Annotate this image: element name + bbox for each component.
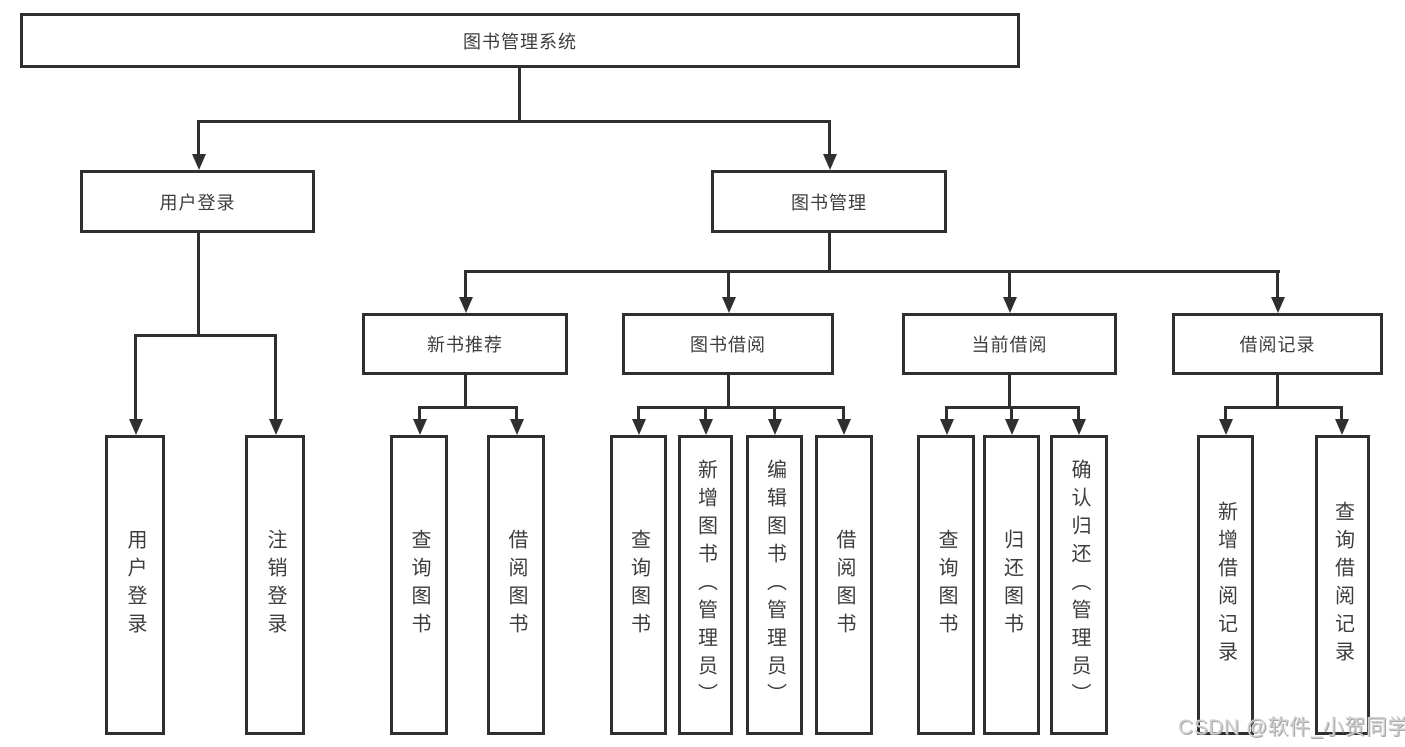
node-book-management-label: 图书管理	[791, 192, 867, 213]
arrowhead-leaf-query-books-2	[632, 419, 646, 435]
leaf-query-borrow-record-label: 查询借阅记录	[1331, 501, 1354, 669]
connector-to-leaf-add-books	[704, 406, 707, 421]
node-current-borrowing: 当前借阅	[902, 313, 1117, 375]
leaf-borrow-books-2: 借阅图书	[815, 435, 873, 735]
connector-to-leaf-user-login	[134, 334, 137, 421]
arrowhead-leaf-edit-books	[768, 419, 782, 435]
connector-to-leaf-confirm-return	[1077, 406, 1080, 421]
connector-to-leaf-query-record	[1340, 406, 1343, 421]
leaf-add-books-admin: 新增图书（管理员）	[678, 435, 733, 735]
leaf-logout: 注销登录	[245, 435, 305, 735]
arrowhead-leaf-logout	[269, 419, 283, 435]
arrowhead-book-management	[823, 154, 837, 170]
arrowhead-leaf-query-record	[1335, 419, 1349, 435]
connector-to-borrowing-records	[1276, 270, 1279, 299]
leaf-borrow-books-2-label: 借阅图书	[833, 529, 855, 641]
arrowhead-user-login	[192, 154, 206, 170]
leaf-query-books-1-label: 查询图书	[408, 529, 430, 641]
arrowhead-leaf-confirm-return	[1072, 419, 1086, 435]
leaf-logout-label: 注销登录	[264, 529, 286, 641]
leaf-query-books-1: 查询图书	[390, 435, 448, 735]
csdn-watermark: CSDN @软件_小贺同学	[1178, 716, 1405, 739]
arrowhead-leaf-add-record	[1219, 419, 1233, 435]
connector-to-current-borrowing	[1008, 270, 1011, 299]
node-user-login-label: 用户登录	[159, 192, 236, 213]
node-book-borrowing-label: 图书借阅	[690, 335, 766, 355]
leaf-query-borrow-record: 查询借阅记录	[1315, 435, 1370, 735]
leaf-return-books: 归还图书	[983, 435, 1040, 735]
leaf-confirm-return-admin: 确认归还（管理员）	[1050, 435, 1108, 735]
connector-to-leaf-add-record	[1224, 406, 1227, 421]
connector-borrowing-records-stem	[1276, 375, 1279, 409]
node-new-book-recommend: 新书推荐	[362, 313, 568, 375]
leaf-edit-books-admin: 编辑图书（管理员）	[746, 435, 803, 735]
connector-to-leaf-borrow-books-1	[515, 406, 518, 421]
leaf-add-borrow-record: 新增借阅记录	[1197, 435, 1254, 735]
connector-to-user-login	[197, 120, 200, 156]
connector-user-login-stem	[197, 233, 200, 336]
node-new-book-recommend-label: 新书推荐	[427, 335, 503, 355]
leaf-query-books-2-label: 查询图书	[627, 529, 650, 641]
connector-to-leaf-borrow-books-2	[842, 406, 845, 421]
connector-book-management-bar	[464, 270, 1280, 273]
node-borrowing-records-label: 借阅记录	[1239, 335, 1316, 355]
arrowhead-leaf-borrow-books-1	[510, 419, 524, 435]
leaf-confirm-return-admin-label: 确认归还（管理员）	[1068, 459, 1090, 711]
connector-borrowing-records-bar	[1224, 406, 1343, 409]
leaf-user-login-label: 用户登录	[124, 529, 146, 641]
connector-user-login-bar	[134, 334, 277, 337]
arrowhead-book-borrowing	[722, 297, 736, 313]
leaf-borrow-books-1-label: 借阅图书	[505, 529, 527, 641]
leaf-query-books-3-label: 查询图书	[935, 529, 957, 641]
node-root-label: 图书管理系统	[463, 31, 577, 52]
connector-book-borrowing-bar	[637, 406, 845, 409]
arrowhead-leaf-return-books	[1005, 419, 1019, 435]
arrowhead-leaf-query-books-3	[940, 419, 954, 435]
connector-to-book-management	[828, 120, 831, 156]
node-borrowing-records: 借阅记录	[1172, 313, 1383, 375]
leaf-add-books-admin-label: 新增图书（管理员）	[694, 459, 717, 711]
arrowhead-leaf-query-books-1	[413, 419, 427, 435]
node-root: 图书管理系统	[20, 13, 1020, 68]
arrowhead-leaf-user-login	[129, 419, 143, 435]
leaf-return-books-label: 归还图书	[1000, 529, 1023, 641]
connector-to-leaf-edit-books	[773, 406, 776, 421]
connector-to-new-book-recommend	[464, 270, 467, 299]
leaf-query-books-3: 查询图书	[917, 435, 975, 735]
connector-new-book-recommend-stem	[464, 375, 467, 409]
node-book-borrowing: 图书借阅	[622, 313, 834, 375]
connector-to-leaf-return-books	[1010, 406, 1013, 421]
connector-book-management-stem	[828, 233, 831, 273]
connector-new-book-recommend-bar	[418, 406, 518, 409]
connector-book-borrowing-stem	[727, 375, 730, 409]
arrowhead-new-book-recommend	[459, 297, 473, 313]
leaf-user-login: 用户登录	[105, 435, 165, 735]
connector-to-leaf-query-books-3	[945, 406, 948, 421]
arrowhead-leaf-add-books	[699, 419, 713, 435]
leaf-borrow-books-1: 借阅图书	[487, 435, 545, 735]
arrowhead-leaf-borrow-books-2	[837, 419, 851, 435]
leaf-edit-books-admin-label: 编辑图书（管理员）	[763, 459, 786, 711]
node-book-management: 图书管理	[711, 170, 947, 233]
connector-to-leaf-logout	[274, 334, 277, 421]
arrowhead-borrowing-records	[1271, 297, 1285, 313]
connector-root-bar	[197, 120, 831, 123]
arrowhead-current-borrowing	[1003, 297, 1017, 313]
node-current-borrowing-label: 当前借阅	[971, 335, 1048, 355]
node-user-login: 用户登录	[80, 170, 315, 233]
leaf-query-books-2: 查询图书	[610, 435, 667, 735]
connector-root-stem	[518, 68, 521, 121]
connector-current-borrowing-stem	[1008, 375, 1011, 409]
connector-to-book-borrowing	[727, 270, 730, 299]
leaf-add-borrow-record-label: 新增借阅记录	[1214, 501, 1237, 669]
connector-to-leaf-query-books-2	[637, 406, 640, 421]
connector-to-leaf-query-books-1	[418, 406, 421, 421]
